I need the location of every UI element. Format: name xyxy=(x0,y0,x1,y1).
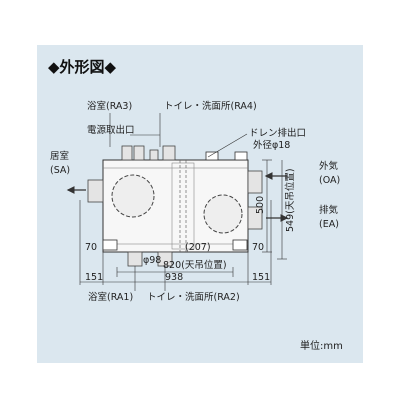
dim-549: 549(天吊位置) xyxy=(285,168,296,232)
mounting-brackets xyxy=(102,151,248,251)
dim-151-left: 151 xyxy=(85,272,104,283)
label-sa-1: 居室 xyxy=(50,151,70,162)
label-ra4: トイレ・洗面所(RA4) xyxy=(164,101,257,112)
dim-phi98: φ98 xyxy=(143,255,162,266)
bottom-ports xyxy=(127,251,173,267)
dim-207: (207) xyxy=(185,242,211,253)
label-ra2: トイレ・洗面所(RA2) xyxy=(147,292,240,303)
unit-label: 単位:mm xyxy=(300,341,343,352)
duct-opening-left xyxy=(111,174,155,218)
label-oa-1: 外気 xyxy=(319,161,339,172)
label-ea-2: (EA) xyxy=(319,219,339,230)
label-ra1: 浴室(RA1) xyxy=(88,292,134,303)
label-outer-diameter: 外径φ18 xyxy=(253,140,291,151)
leader-lines xyxy=(109,113,248,291)
dim-70-right: 70 xyxy=(252,242,265,253)
dim-820: 820(天吊位置) xyxy=(163,260,227,271)
label-sa-2: (SA) xyxy=(50,165,71,176)
flow-arrows xyxy=(66,172,289,222)
dim-151-right: 151 xyxy=(252,272,271,283)
duct-opening-right xyxy=(203,194,243,234)
side-ports xyxy=(87,170,263,230)
label-ea-1: 排気 xyxy=(319,205,339,216)
label-drain: ドレン排出口 xyxy=(249,128,307,139)
page-title: ◆外形図◆ xyxy=(48,58,117,76)
label-oa-2: (OA) xyxy=(319,175,341,186)
label-ra3: 浴室(RA3) xyxy=(87,101,133,112)
dim-500: 500 xyxy=(255,195,266,214)
dim-70-left: 70 xyxy=(85,242,98,253)
dim-938: 938 xyxy=(165,272,184,283)
label-power-outlet: 電源取出口 xyxy=(87,125,135,136)
dimension-lines xyxy=(79,159,287,285)
top-ports xyxy=(121,145,176,161)
